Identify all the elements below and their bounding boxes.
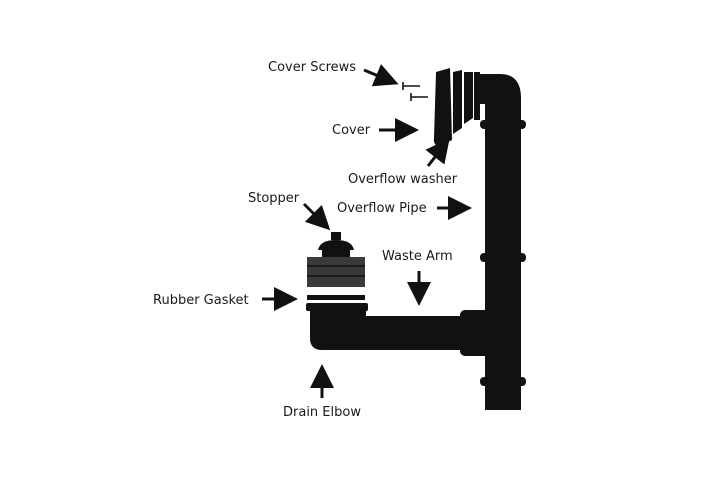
label-waste-arm: Waste Arm xyxy=(382,249,453,264)
pipe-coupling xyxy=(480,120,526,129)
overflow-cover-assembly xyxy=(433,68,480,146)
overflow-washer xyxy=(453,70,462,134)
label-cover: Cover xyxy=(332,123,371,138)
cover-screws xyxy=(402,82,428,101)
callout-arrows xyxy=(262,64,472,398)
overflow-cover xyxy=(433,68,452,146)
overflow-washer-inner xyxy=(464,72,473,124)
pipe-assembly xyxy=(306,74,526,410)
label-overflow-pipe: Overflow Pipe xyxy=(337,201,427,216)
label-cover-screws: Cover Screws xyxy=(268,60,356,75)
rubber-gasket xyxy=(307,295,365,300)
stopper-arrow xyxy=(302,202,331,231)
label-overflow-washer: Overflow washer xyxy=(348,172,458,187)
cover-screws-arrow xyxy=(363,64,399,87)
stopper-base xyxy=(307,257,365,287)
callout-labels: Cover Screws Cover Overflow washer Stopp… xyxy=(153,60,458,420)
cover-plate-flange xyxy=(474,72,480,120)
stopper-cap xyxy=(318,240,354,250)
label-stopper: Stopper xyxy=(248,191,300,206)
drain-elbow xyxy=(310,305,366,350)
pipe-coupling xyxy=(480,253,526,262)
label-drain-elbow: Drain Elbow xyxy=(283,405,361,420)
overflow-washer-arrow xyxy=(425,138,450,167)
tee-fitting xyxy=(460,310,490,356)
overflow-elbow xyxy=(478,74,521,120)
stopper-knob xyxy=(331,232,341,240)
label-rubber-gasket: Rubber Gasket xyxy=(153,293,249,308)
drain-elbow-lip xyxy=(306,303,368,311)
stopper-neck xyxy=(322,250,350,257)
stopper-assembly xyxy=(307,232,365,300)
pipe-coupling xyxy=(480,377,526,386)
